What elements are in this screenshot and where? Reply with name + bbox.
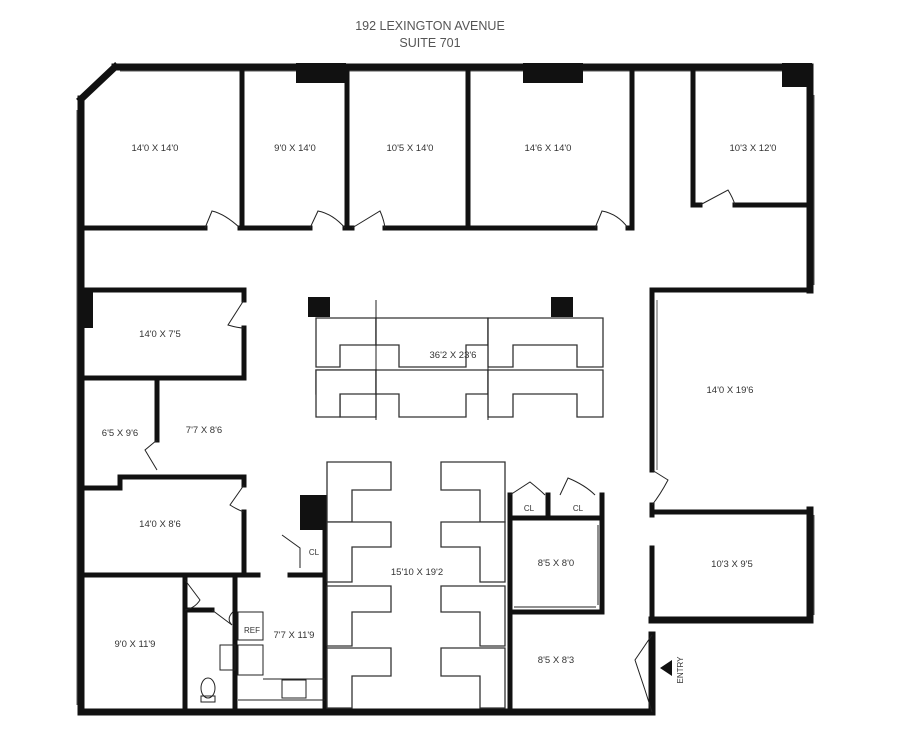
- room-label-office-1: 14'0 X 14'0: [132, 143, 179, 154]
- closet-label-kitchen: CL: [309, 548, 320, 557]
- room-label-office-13: 9'0 X 11'9: [115, 639, 156, 650]
- room-label-office-6: 14'0 X 7'5: [139, 329, 181, 340]
- room-labels: 14'0 X 14'0 9'0 X 14'0 10'5 X 14'0 14'6 …: [102, 143, 777, 666]
- room-label-office-7: 14'0 X 19'6: [707, 385, 754, 396]
- room-label-office-14: 8'5 X 8'3: [538, 655, 574, 666]
- room-label-office-12: 10'3 X 9'5: [711, 559, 753, 570]
- room-label-office-10: 14'0 X 8'6: [139, 519, 181, 530]
- room-label-office-8: 6'5 X 9'6: [102, 428, 138, 439]
- room-label-office-9: 7'7 X 8'6: [186, 425, 222, 436]
- left-offices-walls: [78, 287, 261, 715]
- room-label-office-2: 9'0 X 14'0: [274, 143, 316, 154]
- room-label-open-area-2: 15'10 X 19'2: [391, 567, 443, 578]
- room-label-office-11: 8'5 X 8'0: [538, 558, 574, 569]
- room-label-office-5: 10'3 X 12'0: [730, 143, 777, 154]
- room-label-kitchen: 7'7 X 11'9: [274, 630, 315, 641]
- refrigerator-label: REF: [244, 626, 260, 635]
- top-office-doors: [204, 189, 736, 229]
- entry-door: [634, 634, 672, 713]
- columns: [79, 63, 812, 530]
- address-title: 192 LEXINGTON AVENUE: [355, 19, 505, 33]
- suite-title: SUITE 701: [399, 36, 460, 50]
- closet-label-2: CL: [573, 504, 584, 513]
- workstations-top: [315, 300, 604, 420]
- center-offices-walls: [507, 477, 605, 715]
- left-office-doors: [144, 299, 245, 626]
- kitchen-walls: [200, 495, 328, 715]
- top-offices-walls: [78, 64, 813, 231]
- workstations-bottom: [326, 461, 506, 709]
- room-label-office-4: 14'6 X 14'0: [525, 143, 572, 154]
- right-offices-walls: [649, 287, 813, 623]
- room-label-open-area: 36'2 X 23'6: [430, 350, 477, 361]
- entry-label: ENTRY: [676, 656, 685, 684]
- room-label-office-3: 10'5 X 14'0: [387, 143, 434, 154]
- closet-label-1: CL: [524, 504, 535, 513]
